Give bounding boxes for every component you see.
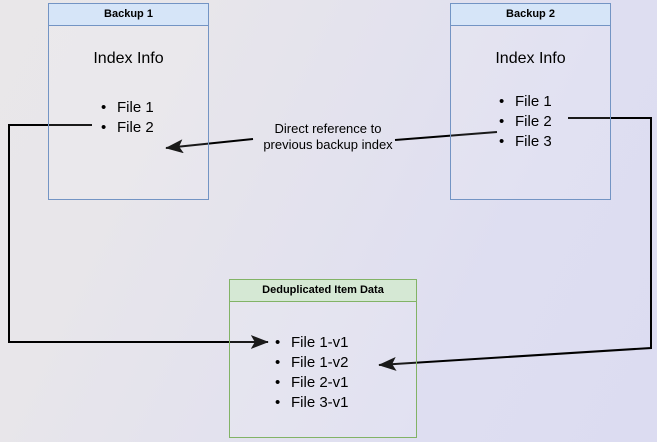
backup-1-box[interactable]: Backup 1 Index Info File 1 File 2 [48,3,209,200]
backup-1-index-info-label: Index Info [93,50,164,67]
list-item: File 1 [101,98,154,118]
backup-1-header: Backup 1 [49,4,208,26]
backup-1-file-list: File 1 File 2 [101,98,154,138]
direct-reference-label-line1: Direct reference to [274,121,382,136]
direct-reference-label-line2: previous backup index [263,137,393,152]
connector-direct-reference-right [394,131,498,141]
backup-2-header: Backup 2 [451,4,610,26]
list-item: File 2-v1 [275,373,349,393]
backup-2-file-list: File 1 File 2 File 3 [499,92,552,152]
deduplicated-item-data-body: File 1-v1 File 1-v2 File 2-v1 File 3-v1 [230,302,416,437]
connector-backup2-to-dedup [378,117,652,371]
direct-reference-label: Direct reference to previous backup inde… [246,121,410,153]
list-item: File 1 [499,92,552,112]
connector-backup1-to-dedup [8,124,269,349]
list-item: File 1-v2 [275,353,349,373]
deduplicated-item-data-box[interactable]: Deduplicated Item Data File 1-v1 File 1-… [229,279,417,438]
backup-2-body: Index Info File 1 File 2 File 3 [451,26,610,199]
deduplicated-file-list: File 1-v1 File 1-v2 File 2-v1 File 3-v1 [275,333,349,413]
list-item: File 3 [499,132,552,152]
list-item: File 1-v1 [275,333,349,353]
list-item: File 2 [499,112,552,132]
list-item: File 3-v1 [275,393,349,413]
backup-2-index-info-label: Index Info [495,50,566,67]
backup-1-body: Index Info File 1 File 2 [49,26,208,199]
connector-direct-reference-left [165,138,254,154]
list-item: File 2 [101,118,154,138]
backup-2-box[interactable]: Backup 2 Index Info File 1 File 2 File 3 [450,3,611,200]
deduplicated-item-data-header: Deduplicated Item Data [230,280,416,302]
